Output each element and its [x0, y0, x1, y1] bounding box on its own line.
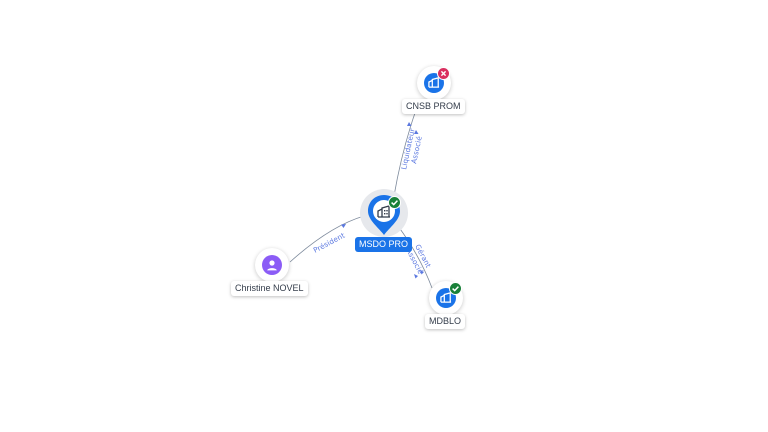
check-icon [391, 200, 398, 206]
edge-person-center [289, 215, 365, 263]
node-label-center: MSDO PRO [355, 237, 413, 252]
arrow-person-center [341, 224, 346, 228]
check-icon [452, 286, 459, 292]
node-label-person: Christine NOVEL [231, 281, 308, 296]
node-label-mdblo: MDBLO [425, 314, 466, 329]
edge-label-president: Président [312, 231, 347, 255]
arrow-center-mdblo [420, 270, 424, 275]
status-active-badge [449, 282, 462, 295]
arrow-center-cnsb [407, 122, 412, 126]
status-closed-badge [437, 67, 450, 80]
arrow-center-mdblo-2 [414, 274, 418, 279]
edge-center-cnsb [393, 109, 417, 197]
edge-center-mdblo [397, 225, 433, 289]
status-active-badge [388, 196, 401, 209]
cross-icon [440, 70, 447, 77]
arrow-center-cnsb-2 [414, 130, 419, 134]
node-label-cnsb: CNSB PROM [402, 99, 465, 114]
person-icon [267, 260, 277, 271]
